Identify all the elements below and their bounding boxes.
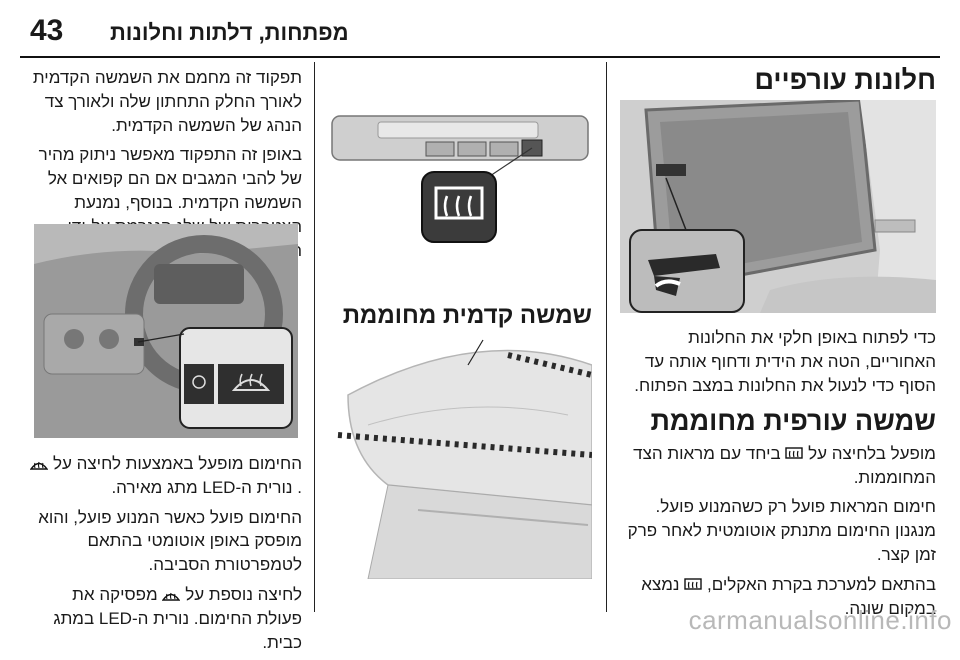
windscreen-caption: שמשה קדמית מחוממת xyxy=(342,302,592,329)
watermark: carmanualsonline.info xyxy=(688,605,952,635)
windscreen-deactivate-text: לחיצה נוספת על מפסיקה את פעולת החימום. נ… xyxy=(53,584,302,652)
heated-rear-text-3: בהתאם למערכת בקרת האקלים, נמצא במקום שונ… xyxy=(641,574,936,618)
section-title-rear-windows: חלונות עורפיים xyxy=(754,65,936,95)
windscreen-function-text: תפקוד זה מחמם את השמשה הקדמית לאורך החלק… xyxy=(32,68,302,135)
column-divider-right xyxy=(606,62,607,612)
chapter-title: מפתחות, דלתות וחלונות xyxy=(110,20,349,45)
rear-defrost-icon xyxy=(434,186,484,220)
front-defrost-icon xyxy=(30,461,49,470)
front-defrost-icon xyxy=(231,373,271,391)
dashboard-photo xyxy=(34,224,298,438)
header-rule xyxy=(20,56,940,58)
heated-rear-text-1: מופעל בלחיצה על ביחד עם מראות הצד המחוממ… xyxy=(633,443,936,487)
rear-windows-text: כדי לפתוח באופן חלקי את החלונות האחוריים… xyxy=(634,328,936,395)
rear-window-photo xyxy=(620,100,936,313)
column-divider-left xyxy=(314,62,315,612)
left-column-bottom: החימום מופעל באמצעות לחיצה על . נורית ה-… xyxy=(30,452,302,660)
page-number: 43 xyxy=(30,14,64,47)
rear-defrost-icon xyxy=(684,578,702,590)
right-column-body: כדי לפתוח באופן חלקי את החלונות האחוריים… xyxy=(620,326,936,626)
heated-windscreen-figure xyxy=(328,335,592,579)
page-header: 43 מפתחות, דלתות וחלונות xyxy=(0,0,960,58)
section-title-heated-rear-window: שמשה עורפית מחוממת xyxy=(650,406,937,437)
rear-defrost-icon xyxy=(785,447,804,459)
front-defrost-icon xyxy=(162,592,181,601)
windscreen-auto-off-text: החימום פועל כאשר המנוע פועל, והוא מופסק … xyxy=(38,507,302,575)
windscreen-activate-text: החימום מופעל באמצעות לחיצה על . נורית ה-… xyxy=(30,452,302,500)
control-panel-figure xyxy=(328,110,592,260)
heated-rear-text-2: חימום המראות פועל רק כשהמנוע פועל. מנגנו… xyxy=(627,497,936,564)
right-column: חלונות עורפיים xyxy=(620,64,936,96)
